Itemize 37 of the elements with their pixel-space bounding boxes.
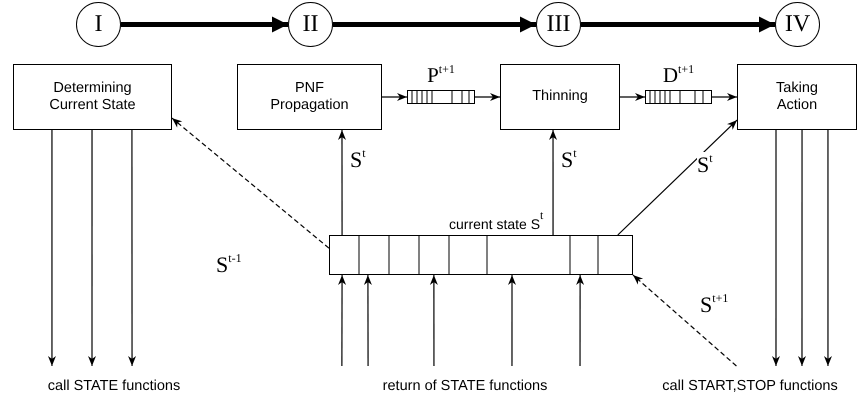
- arrow: [772, 130, 780, 366]
- process-box: PNF Propagation: [237, 64, 382, 130]
- arrow: [824, 130, 832, 366]
- arrow: [581, 16, 775, 32]
- arrow: [549, 130, 558, 235]
- arrow: [798, 130, 806, 366]
- arrow: [620, 93, 645, 101]
- stage-circle: III: [536, 2, 581, 47]
- arrow: [88, 130, 96, 366]
- arrow: [333, 16, 536, 32]
- process-box: Thinning: [500, 64, 620, 130]
- process-box: Determining Current State: [13, 64, 172, 130]
- arrow: [382, 93, 407, 101]
- arrow: [617, 120, 738, 236]
- dashed-arrow: [632, 274, 737, 366]
- arrow: [475, 93, 500, 101]
- arrow: [128, 130, 136, 366]
- arrow: [508, 275, 516, 366]
- arrow: [430, 275, 438, 366]
- arrow: [338, 130, 346, 235]
- dashed-arrow: [172, 118, 330, 249]
- stage-circle: I: [76, 2, 121, 47]
- process-box: Taking Action: [737, 64, 857, 130]
- arrow: [576, 275, 584, 366]
- stage-circle: II: [288, 2, 333, 47]
- queue-label: D$^{t+1}$: [662, 62, 694, 88]
- function-label: call START,STOP functions: [662, 378, 838, 394]
- queue-label: P$^{t+1}$: [427, 62, 455, 88]
- function-label: call STATE functions: [48, 378, 180, 394]
- array-label: current state S$^{t}$: [449, 208, 544, 232]
- arrow: [364, 275, 372, 366]
- function-label: return of STATE functions: [382, 378, 548, 394]
- arrow: [712, 93, 737, 101]
- stage-circle: IV: [775, 2, 820, 47]
- arrow: [48, 130, 56, 366]
- arrow: [121, 16, 288, 32]
- arrow: [338, 275, 346, 366]
